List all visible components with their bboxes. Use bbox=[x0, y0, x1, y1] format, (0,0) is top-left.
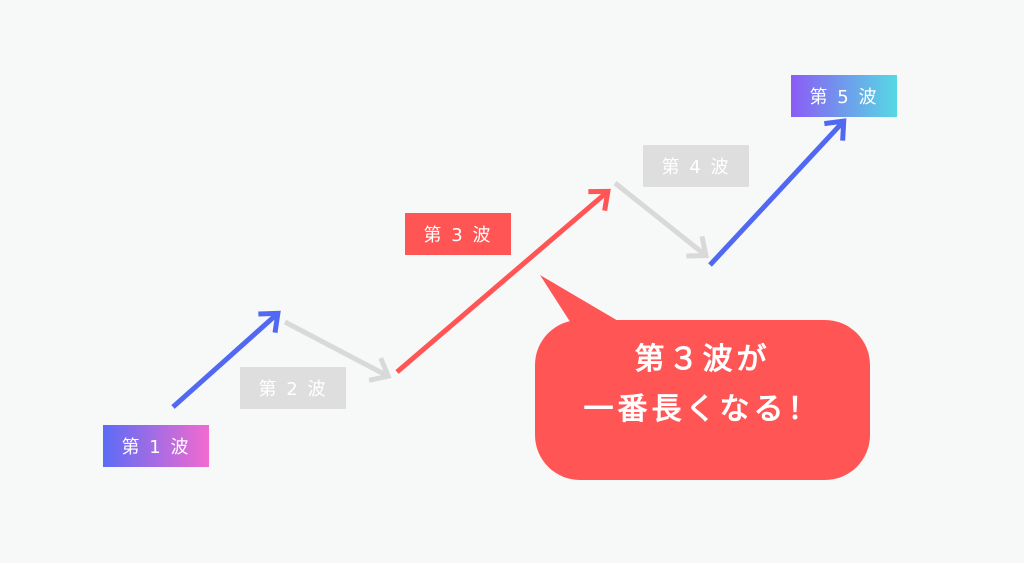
wave-2-label: 第 2 波 bbox=[240, 367, 346, 409]
wave-3-arrow bbox=[395, 188, 611, 374]
wave-2-arrow bbox=[283, 319, 392, 383]
speech-bubble bbox=[535, 275, 870, 480]
wave-3-label: 第 3 波 bbox=[405, 213, 511, 255]
callout-line-2: 一番長くなる！ bbox=[583, 392, 822, 427]
wave-5-label: 第 5 波 bbox=[791, 75, 897, 117]
wave-4-label: 第 4 波 bbox=[643, 145, 749, 187]
callout-line-1: 第３波が bbox=[634, 342, 771, 377]
wave-5-arrow bbox=[708, 118, 847, 267]
wave-4-arrow bbox=[613, 181, 710, 259]
wave-1-label: 第 1 波 bbox=[103, 425, 209, 467]
callout-text: 第３波が 一番長くなる！ bbox=[535, 335, 870, 435]
wave-1-arrow bbox=[171, 310, 281, 409]
